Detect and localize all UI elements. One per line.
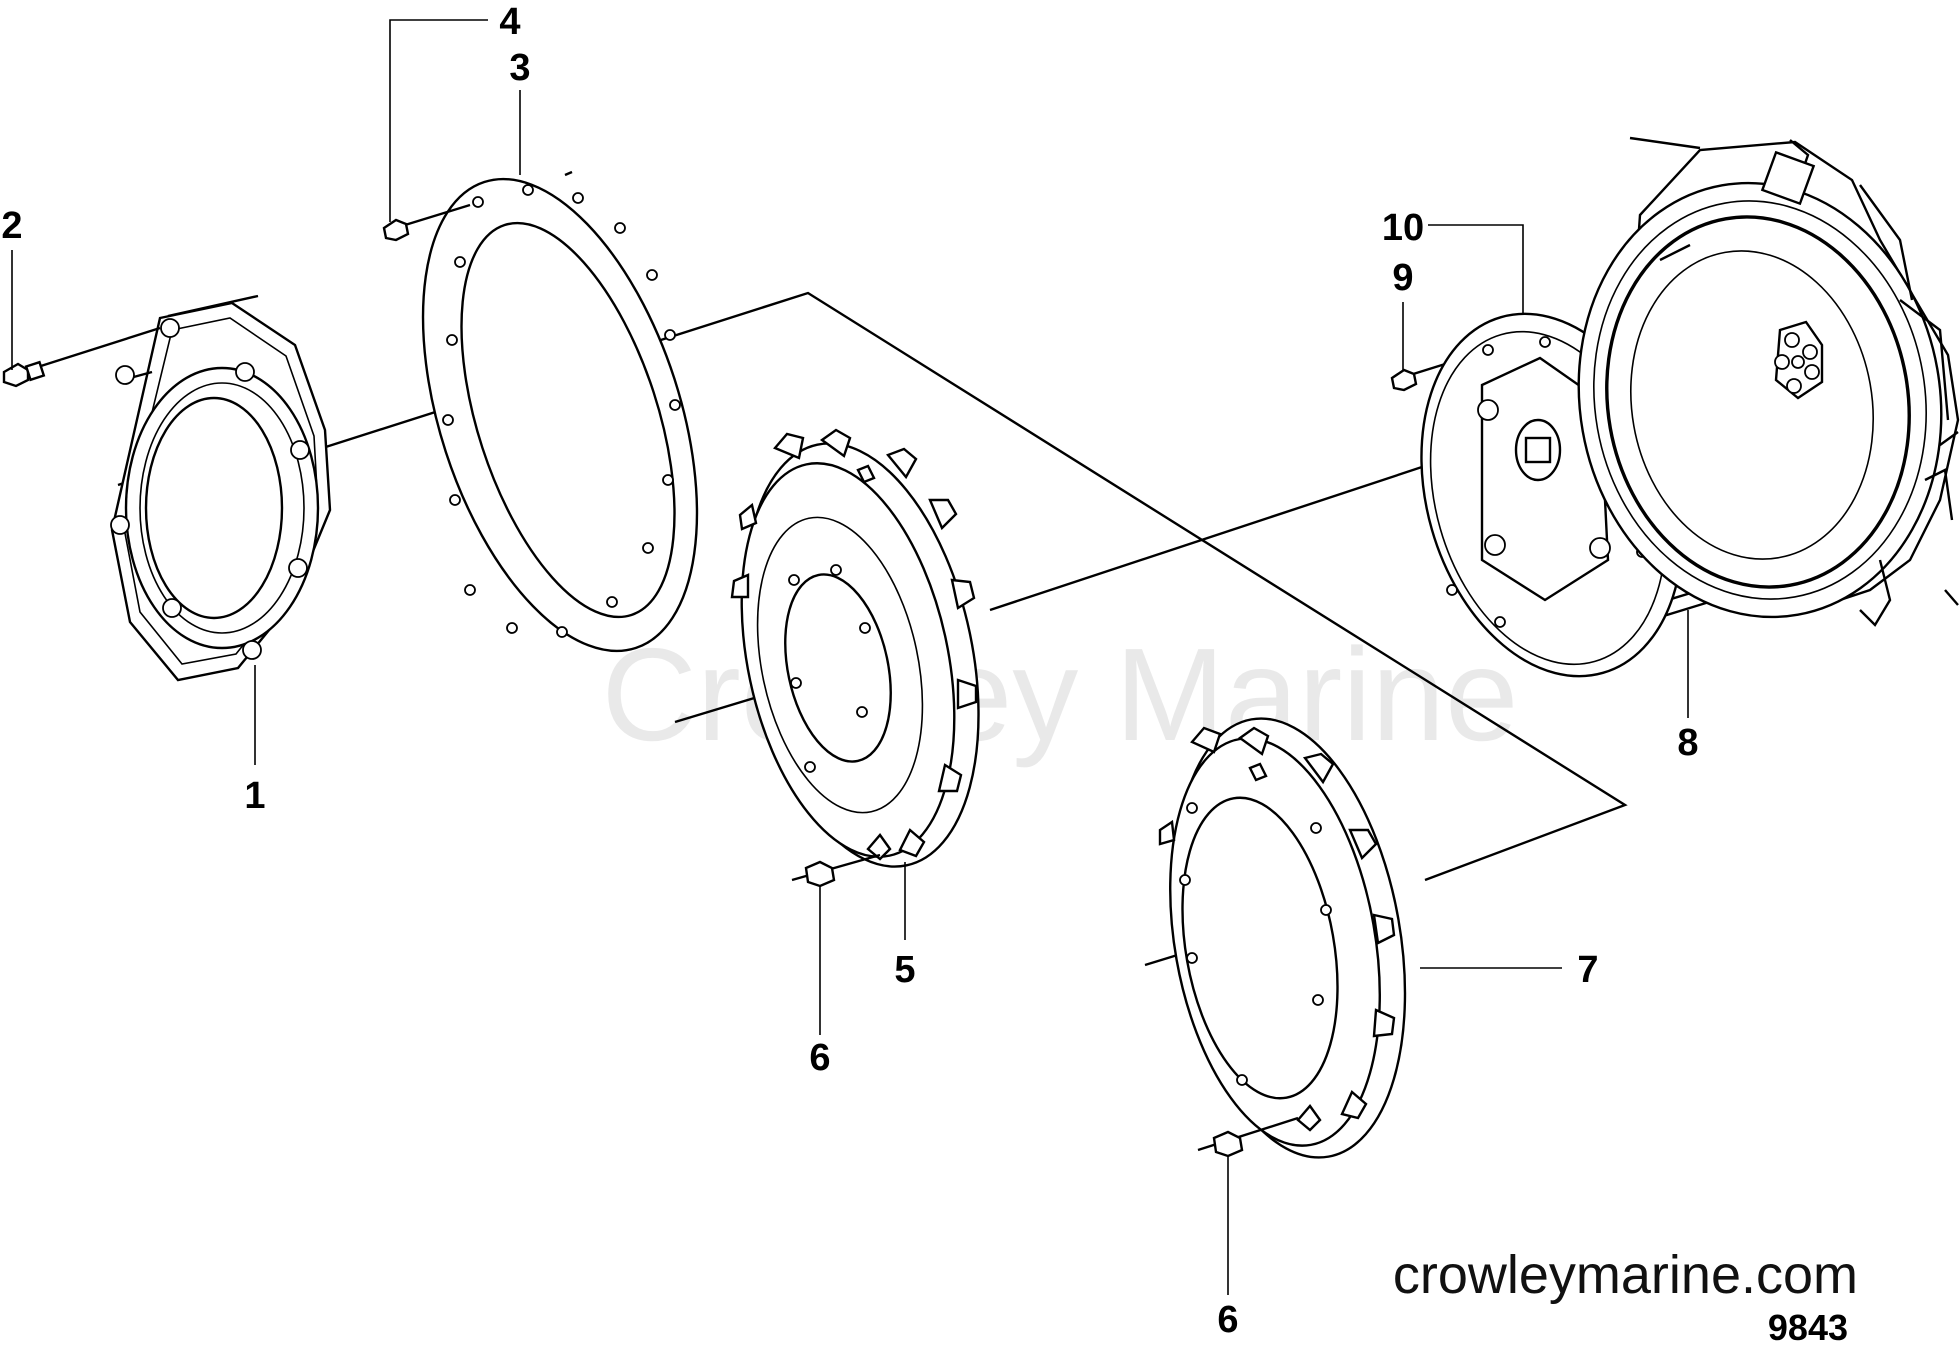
part-4-bolt bbox=[382, 203, 471, 242]
callout-5: 5 bbox=[894, 949, 915, 991]
website-text: crowleymarine.com bbox=[1393, 1245, 1858, 1305]
callout-2: 2 bbox=[1, 205, 22, 247]
part-2-bolt bbox=[2, 326, 161, 388]
leader-lines bbox=[11, 19, 1689, 1295]
part-3-gasket bbox=[421, 177, 699, 653]
part-6-nut-lower bbox=[1197, 1116, 1299, 1158]
callout-7: 7 bbox=[1577, 949, 1598, 991]
callout-10: 10 bbox=[1382, 207, 1424, 249]
part-6-nut-upper bbox=[791, 853, 881, 888]
callout-4: 4 bbox=[499, 1, 520, 43]
part-7-drive-plate bbox=[1158, 717, 1407, 1159]
callout-6-upper: 6 bbox=[809, 1037, 830, 1079]
part-1-housing bbox=[110, 294, 332, 682]
callout-1: 1 bbox=[244, 775, 265, 817]
callout-3: 3 bbox=[509, 47, 530, 89]
callout-6-lower: 6 bbox=[1217, 1299, 1238, 1341]
engine-flywheel-housing bbox=[1577, 136, 1960, 627]
part-5-drive-plate bbox=[730, 428, 980, 868]
callout-8: 8 bbox=[1677, 722, 1698, 764]
callout-numbers: 1 2 3 4 5 6 6 7 8 9 10 bbox=[1, 1, 1698, 1341]
watermark-text: Crowley Marine bbox=[602, 621, 1519, 768]
figure-number: 9843 bbox=[1768, 1307, 1848, 1348]
callout-9: 9 bbox=[1392, 257, 1413, 299]
